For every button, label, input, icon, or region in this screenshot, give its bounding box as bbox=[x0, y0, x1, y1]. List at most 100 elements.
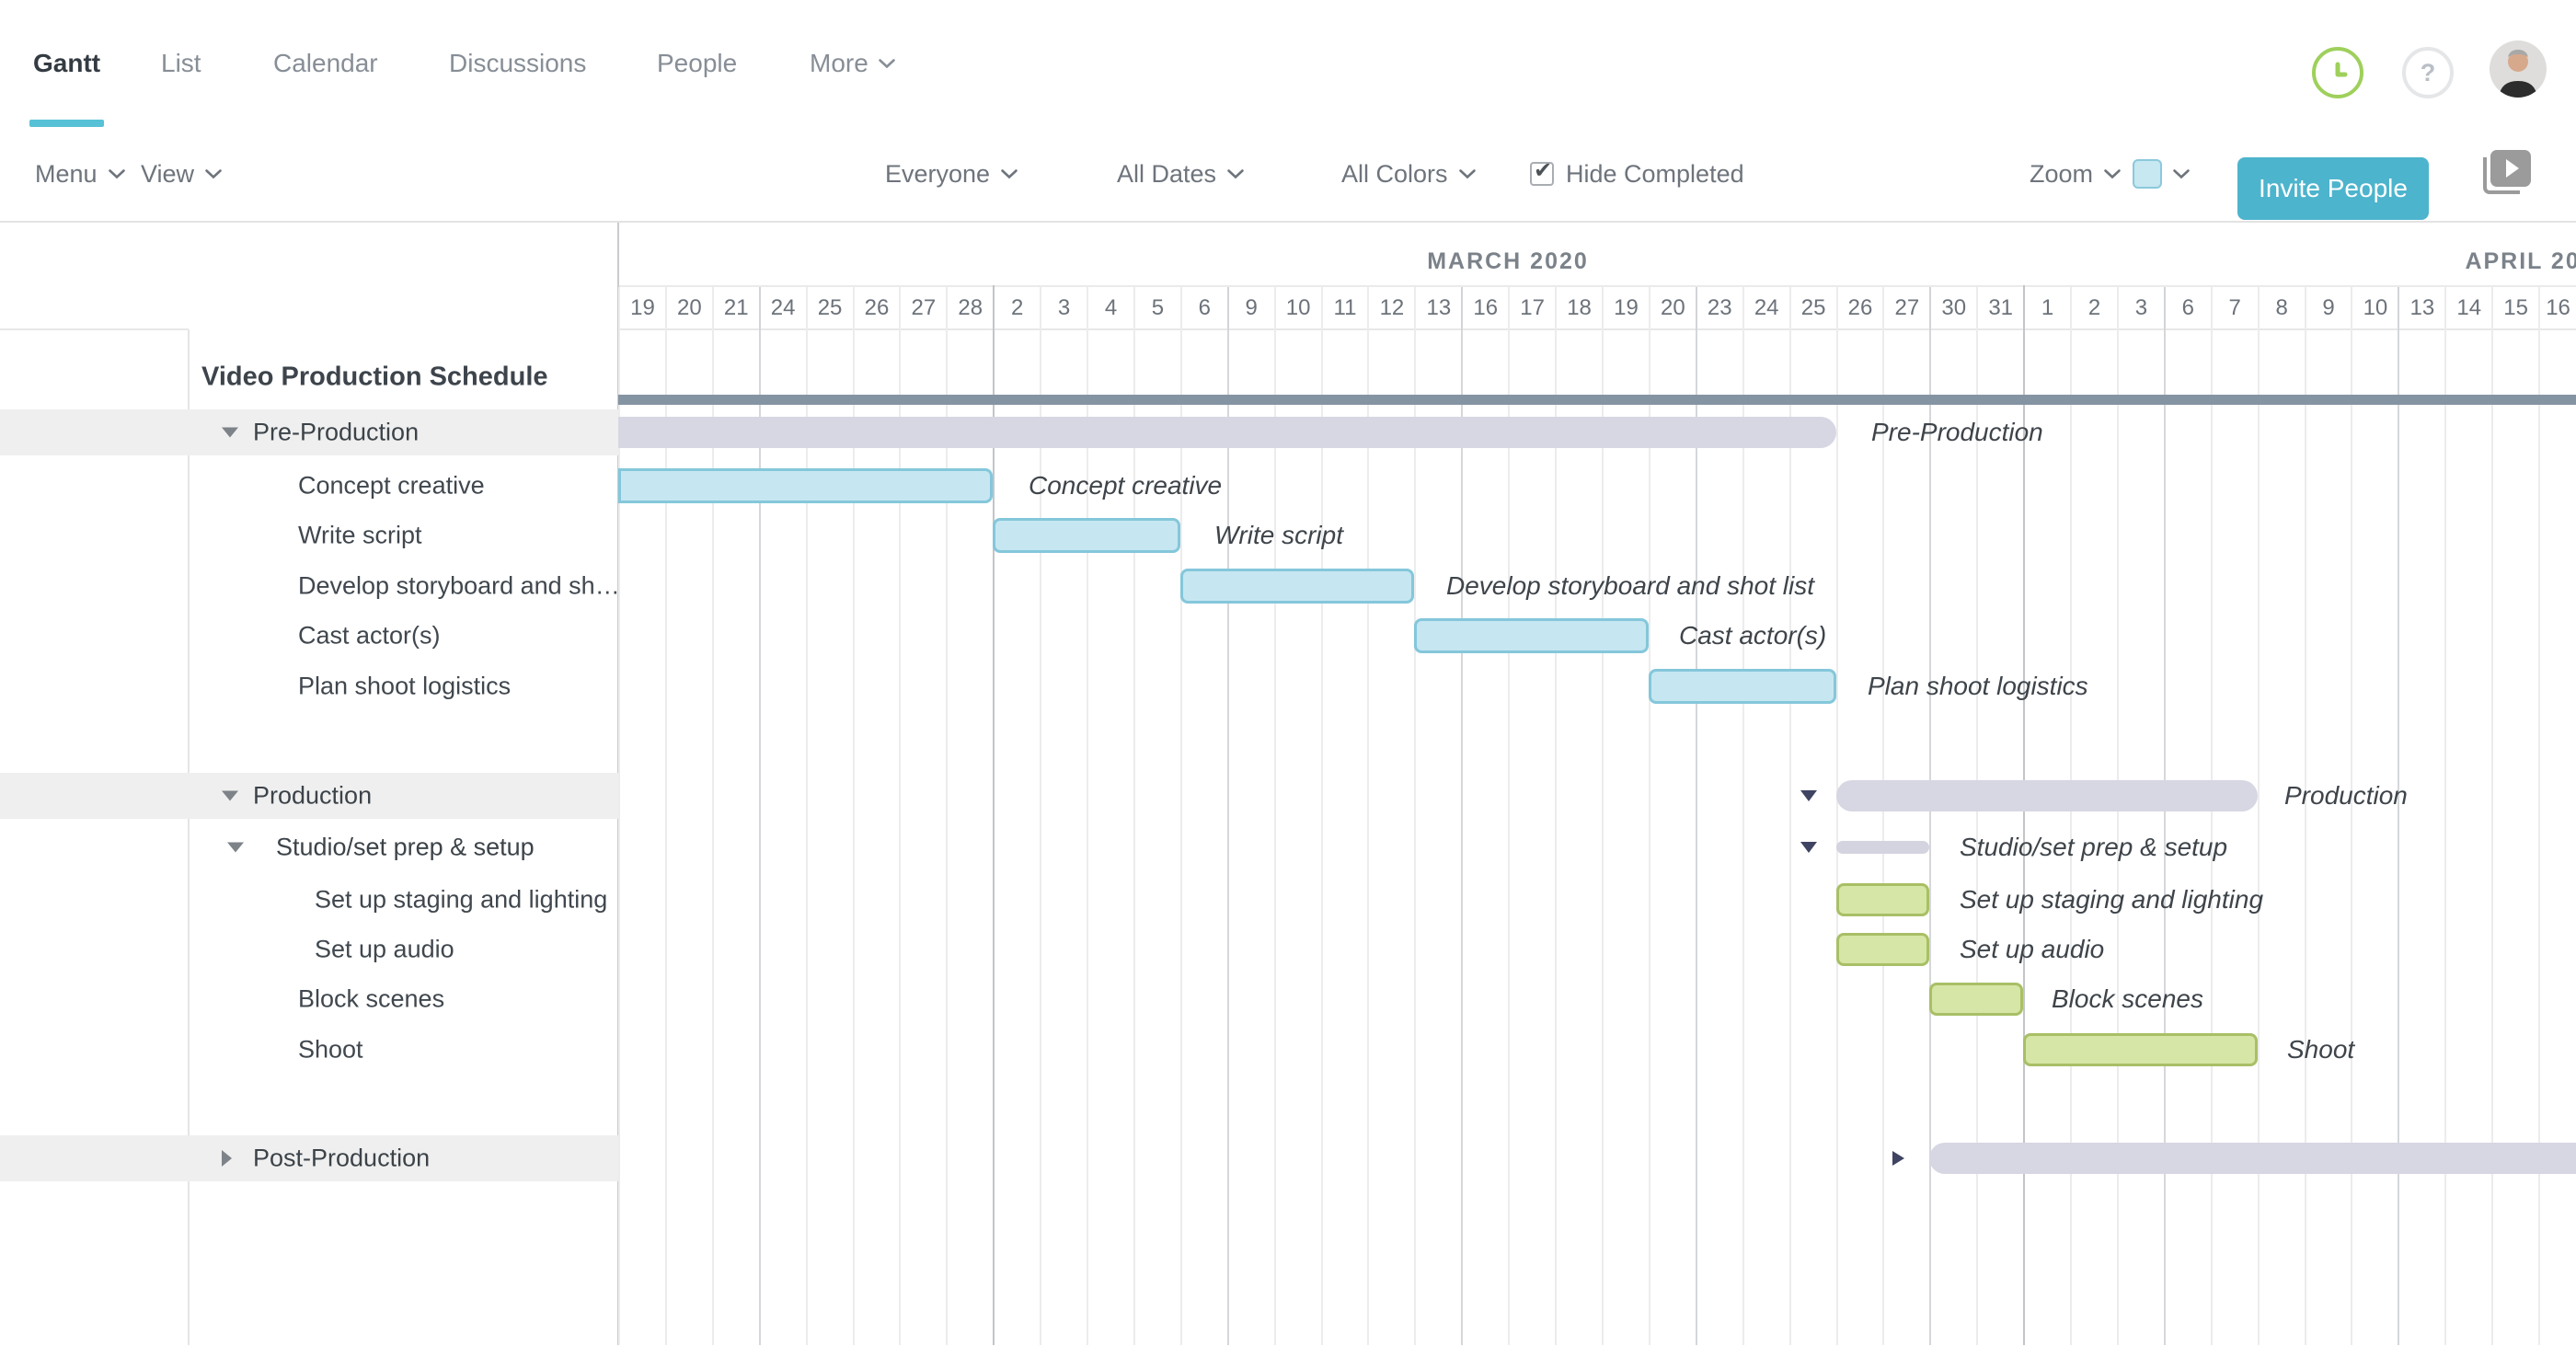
hide-completed-toggle[interactable]: Hide Completed bbox=[1530, 129, 1744, 219]
gantt-bar-develop-storyboard[interactable] bbox=[1179, 569, 1415, 604]
day-header-cell: 25 bbox=[805, 287, 853, 329]
tab-label: Discussions bbox=[449, 49, 587, 77]
grid-line bbox=[758, 329, 761, 1345]
grid-line bbox=[2491, 329, 2494, 1345]
task-label-setup-audio[interactable]: Set up audio bbox=[315, 935, 454, 963]
grid-line bbox=[1788, 329, 1791, 1345]
day-header-cell: 6 bbox=[2163, 287, 2211, 329]
collapse-toggle-pre-production[interactable] bbox=[222, 427, 238, 438]
day-header-cell: 10 bbox=[1273, 287, 1321, 329]
tab-bar: Gantt List Calendar Discussions People M… bbox=[0, 0, 2576, 131]
day-header-cell: 21 bbox=[711, 287, 759, 329]
gantt-bar-project-summary[interactable] bbox=[618, 394, 2576, 405]
grid-line bbox=[2070, 329, 2073, 1345]
tab-calendar[interactable]: Calendar bbox=[273, 0, 378, 127]
gantt-bar-pre-production[interactable] bbox=[618, 417, 1836, 448]
colors-filter-dropdown[interactable]: All Colors bbox=[1341, 129, 1477, 219]
grid-line bbox=[1040, 329, 1042, 1345]
task-label-write-script[interactable]: Write script bbox=[298, 521, 422, 549]
day-header-cell: 28 bbox=[946, 287, 993, 329]
day-header-cell: 7 bbox=[2210, 287, 2258, 329]
chart-collapse-toggle-post-production[interactable] bbox=[1892, 1151, 1904, 1166]
grid-line bbox=[993, 285, 995, 1345]
day-header-cell: 6 bbox=[1179, 287, 1227, 329]
task-label-production[interactable]: Production bbox=[253, 781, 373, 810]
tab-label: List bbox=[161, 49, 201, 77]
chart-collapse-toggle-studio-set-prep[interactable] bbox=[1800, 842, 1817, 853]
day-row-bottom-border-left bbox=[0, 328, 189, 330]
gantt-toolbar: Menu View Everyone All Dates All Colors … bbox=[0, 129, 2576, 223]
collapse-toggle-production[interactable] bbox=[222, 790, 238, 801]
help-icon[interactable]: ? bbox=[2402, 47, 2454, 98]
grid-line bbox=[2538, 329, 2541, 1345]
task-label-concept-creative[interactable]: Concept creative bbox=[298, 471, 485, 500]
user-avatar[interactable] bbox=[2490, 40, 2547, 98]
project-title[interactable]: Video Production Schedule bbox=[201, 362, 548, 392]
gantt-bar-block-scenes[interactable] bbox=[1929, 983, 2024, 1016]
hide-completed-checkbox[interactable] bbox=[1530, 157, 1554, 186]
invite-people-button[interactable]: Invite People bbox=[2237, 157, 2429, 220]
tab-more[interactable]: More bbox=[810, 0, 896, 127]
bar-label-develop-storyboard: Develop storyboard and shot list bbox=[1446, 571, 1814, 600]
view-dropdown[interactable]: View bbox=[141, 129, 223, 219]
menu-dropdown[interactable]: Menu bbox=[35, 129, 126, 219]
grid-line bbox=[1133, 329, 1135, 1345]
gantt-bar-setup-staging-lighting[interactable] bbox=[1835, 883, 1930, 916]
tab-discussions[interactable]: Discussions bbox=[449, 0, 586, 127]
task-label-block-scenes[interactable]: Block scenes bbox=[298, 984, 445, 1013]
gantt-bar-setup-audio[interactable] bbox=[1835, 933, 1930, 966]
gantt-bar-post-production[interactable] bbox=[1929, 1143, 2576, 1174]
gantt-bar-write-script[interactable] bbox=[993, 518, 1180, 553]
collapse-toggle-studio-set-prep[interactable] bbox=[227, 842, 244, 853]
day-header-cell: 26 bbox=[852, 287, 900, 329]
gantt-bar-cast-actors[interactable] bbox=[1414, 618, 1649, 653]
day-header-cell: 1 bbox=[2023, 287, 2070, 329]
day-header-cell: 20 bbox=[664, 287, 712, 329]
grid-line bbox=[1648, 329, 1650, 1345]
menu-label: Menu bbox=[35, 159, 98, 188]
task-label-develop-storyboard[interactable]: Develop storyboard and sh… bbox=[298, 571, 620, 600]
day-header-cell: 10 bbox=[2351, 287, 2398, 329]
chevron-down-icon bbox=[108, 168, 126, 179]
collapse-toggle-post-production[interactable] bbox=[222, 1150, 232, 1167]
day-header-cell: 31 bbox=[1976, 287, 2023, 329]
chevron-down-icon bbox=[204, 168, 223, 179]
task-label-shoot[interactable]: Shoot bbox=[298, 1035, 363, 1064]
day-header-cell: 27 bbox=[899, 287, 946, 329]
day-header-cell: 20 bbox=[1648, 287, 1696, 329]
gantt-bar-concept-creative[interactable] bbox=[618, 468, 994, 503]
gantt-bar-production[interactable] bbox=[1835, 780, 2258, 811]
tab-label: Gantt bbox=[33, 49, 101, 77]
color-picker-dropdown[interactable] bbox=[2133, 129, 2191, 219]
tab-people[interactable]: People bbox=[657, 0, 737, 127]
tab-gantt[interactable]: Gantt bbox=[29, 0, 105, 127]
task-label-post-production[interactable]: Post-Production bbox=[253, 1144, 431, 1172]
grid-line bbox=[1835, 329, 1838, 1345]
task-label-studio-set-prep[interactable]: Studio/set prep & setup bbox=[276, 833, 535, 861]
zoom-dropdown[interactable]: Zoom bbox=[2030, 129, 2122, 219]
time-tracking-clock-icon[interactable] bbox=[2312, 47, 2363, 98]
task-label-plan-shoot-logistics[interactable]: Plan shoot logistics bbox=[298, 672, 512, 700]
gantt-bar-shoot[interactable] bbox=[2023, 1033, 2258, 1066]
task-label-pre-production[interactable]: Pre-Production bbox=[253, 418, 420, 446]
color-swatch[interactable] bbox=[2133, 159, 2162, 189]
grid-line bbox=[711, 329, 714, 1345]
task-label-setup-staging-lighting[interactable]: Set up staging and lighting bbox=[315, 885, 608, 914]
bar-label-setup-audio: Set up audio bbox=[1960, 935, 2105, 963]
gantt-bar-studio-set-prep[interactable] bbox=[1835, 841, 1930, 854]
tab-label: More bbox=[810, 49, 868, 77]
dates-filter-dropdown[interactable]: All Dates bbox=[1117, 129, 1245, 219]
grid-line bbox=[618, 329, 620, 1345]
people-filter-dropdown[interactable]: Everyone bbox=[885, 129, 1018, 219]
tab-list[interactable]: List bbox=[161, 0, 201, 127]
play-icon bbox=[2490, 150, 2531, 187]
bar-label-pre-production: Pre-Production bbox=[1871, 418, 2043, 446]
chevron-down-icon bbox=[1458, 168, 1477, 179]
task-label-cast-actors[interactable]: Cast actor(s) bbox=[298, 621, 441, 650]
chart-collapse-toggle-production[interactable] bbox=[1800, 790, 1817, 801]
gantt-bar-plan-shoot-logistics[interactable] bbox=[1648, 669, 1836, 704]
grid-line bbox=[1226, 329, 1229, 1345]
grid-line bbox=[805, 329, 808, 1345]
video-tutorial-icon[interactable] bbox=[2478, 143, 2536, 205]
